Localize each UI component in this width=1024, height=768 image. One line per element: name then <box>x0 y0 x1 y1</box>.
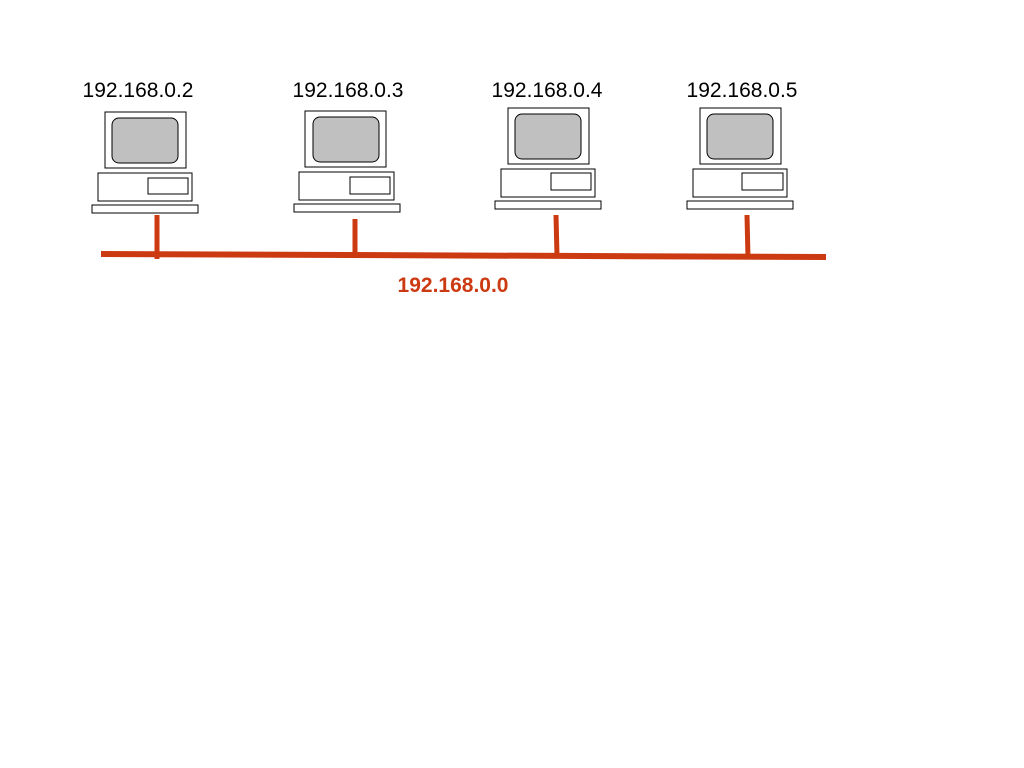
host-4: 192.168.0.5 <box>686 79 798 210</box>
host-2: 192.168.0.3 <box>293 79 404 213</box>
host-3: 192.168.0.4 <box>492 79 603 210</box>
desktop-computer-icon <box>293 110 401 213</box>
host-drop-line-3 <box>553 214 560 257</box>
desktop-computer-icon <box>494 107 602 210</box>
network-bus <box>100 251 827 260</box>
host-ip-label: 192.168.0.2 <box>83 79 194 102</box>
host-ip-label: 192.168.0.3 <box>293 79 404 102</box>
host-drop-line-4 <box>744 214 751 259</box>
host-ip-label: 192.168.0.4 <box>492 79 603 102</box>
network-address-label: 192.168.0.0 <box>398 274 509 297</box>
desktop-computer-icon <box>91 111 199 214</box>
host-ip-label: 192.168.0.5 <box>687 79 798 102</box>
host-1: 192.168.0.2 <box>83 79 199 214</box>
desktop-computer-icon <box>686 107 794 210</box>
